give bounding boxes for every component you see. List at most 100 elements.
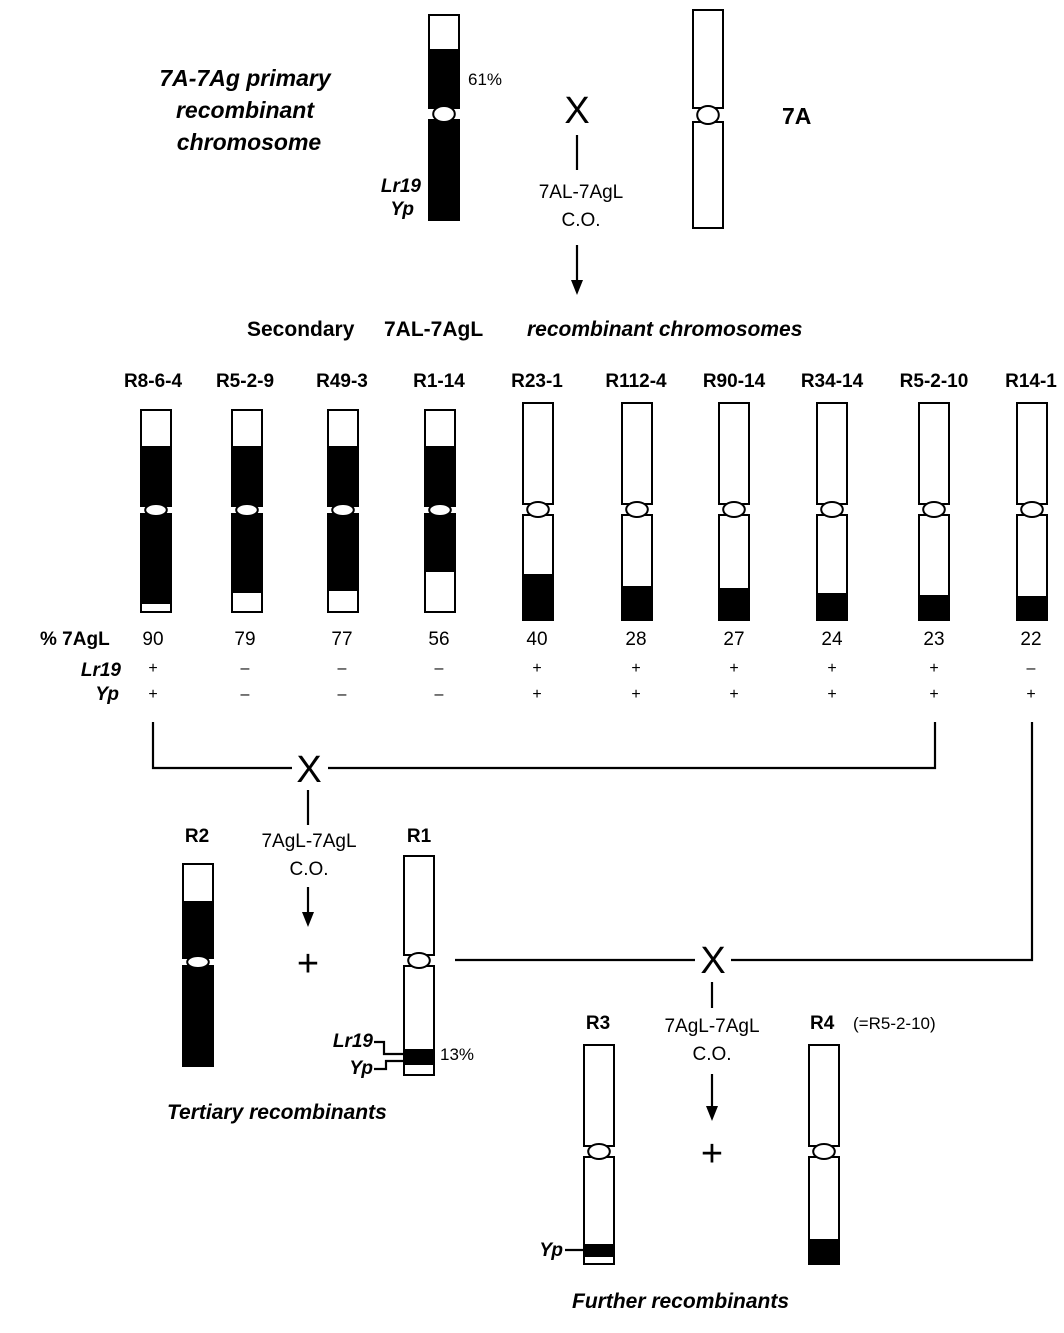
primary-chromosome-short-arm-7ag-segment xyxy=(428,49,460,109)
r1-label: R1 xyxy=(406,826,432,847)
cross-3-right-line xyxy=(731,722,1034,962)
secondary-chromosome-0-long-arm-7ag-segment xyxy=(140,513,172,604)
percent-7agl-6: 27 xyxy=(723,629,745,650)
yp-marker-6: + xyxy=(729,686,739,703)
secondary-chromosome-7-centromere xyxy=(820,501,844,518)
r1-chromosome-centromere xyxy=(407,952,431,969)
chromosome-name-0: R8-6-4 xyxy=(123,371,183,392)
secondary-chromosome-8-short-arm xyxy=(918,402,950,505)
secondary-chromosome-9-centromere xyxy=(1020,501,1044,518)
lr19-marker-9: – xyxy=(1026,660,1036,677)
r1-lr19-pointer xyxy=(374,1040,404,1056)
yp-marker-4: + xyxy=(532,686,542,703)
r2-chromosome-short-arm-7ag-segment xyxy=(182,901,214,959)
yp-marker-9: + xyxy=(1026,686,1036,703)
connector-lines xyxy=(151,135,1034,1252)
cross-2-event-line-2: C.O. xyxy=(289,859,329,880)
percent-7agl-7: 24 xyxy=(821,629,843,650)
cross-1-arrowhead xyxy=(571,280,583,295)
cross-3-event-line-2: C.O. xyxy=(692,1044,732,1065)
primary-gene-lr19: Lr19 xyxy=(380,176,421,197)
secondary-chromosome-7-long-arm-7ag-segment xyxy=(816,593,848,621)
lr19-marker-6: + xyxy=(729,660,739,677)
cross-3-plus: + xyxy=(700,1133,724,1175)
cross-1-event-line-1: 7AL-7AgL xyxy=(538,182,624,203)
chromosome-name-6: R90-14 xyxy=(702,371,766,392)
chromosome-name-7: R34-14 xyxy=(800,371,864,392)
secondary-chromosome-3-centromere xyxy=(428,503,452,517)
secondary-title-word-3: recombinant chromosomes xyxy=(527,318,803,341)
cross-1-event-line-2: C.O. xyxy=(561,210,601,231)
primary-chromosome-long-arm-7ag-segment xyxy=(428,119,460,221)
secondary-chromosome-9-long-arm-7ag-segment xyxy=(1016,596,1048,621)
secondary-chromosome-2-short-arm-7ag-segment xyxy=(327,446,359,507)
r3-chromosome-centromere xyxy=(587,1143,611,1160)
parent-7a-chromosome-short-arm xyxy=(692,9,724,109)
yp-marker-0: + xyxy=(148,686,158,703)
percent-7agl-2: 77 xyxy=(331,629,353,650)
parent-7a-chromosome-long-arm xyxy=(692,121,724,229)
secondary-chromosome-4-short-arm xyxy=(522,402,554,505)
cross-3-arrowhead xyxy=(706,1106,718,1121)
lr19-marker-3: – xyxy=(434,660,444,677)
r2-label: R2 xyxy=(184,826,210,847)
row-label-yp: Yp xyxy=(95,684,119,705)
r3-label: R3 xyxy=(585,1013,611,1034)
r1-yp-pointer xyxy=(374,1059,404,1071)
primary-label-line-3: chromosome xyxy=(176,129,322,155)
r4-note: (=R5-2-10) xyxy=(853,1014,936,1033)
secondary-chromosome-9-short-arm xyxy=(1016,402,1048,505)
secondary-chromosome-0-short-arm-7ag-segment xyxy=(140,446,172,507)
r1-chromosome-short-arm xyxy=(403,855,435,956)
lr19-marker-7: + xyxy=(827,660,837,677)
chromosome-name-1: R5-2-9 xyxy=(215,371,275,392)
r1-gene-yp: Yp xyxy=(349,1058,373,1079)
percent-7agl-8: 23 xyxy=(923,629,945,650)
yp-marker-1: – xyxy=(240,686,250,703)
cross-2-arrowhead xyxy=(302,912,314,927)
chromosome-drawings xyxy=(140,9,1048,1265)
secondary-chromosome-8-centromere xyxy=(922,501,946,518)
r1-chromosome-long-arm-7ag-segment xyxy=(403,1049,435,1065)
percent-7agl-1: 79 xyxy=(234,629,256,650)
secondary-title-word-2: 7AL-7AgL xyxy=(384,318,484,341)
yp-marker-7: + xyxy=(827,686,837,703)
secondary-chromosome-1-short-arm-7ag-segment xyxy=(231,446,263,507)
yp-marker-8: + xyxy=(929,686,939,703)
secondary-chromosome-5-long-arm-7ag-segment xyxy=(621,586,653,621)
primary-percent: 61% xyxy=(468,70,503,89)
r4-chromosome-centromere xyxy=(812,1143,836,1160)
arrowheads xyxy=(302,280,718,1121)
cross-2-event-line-1: 7AgL-7AgL xyxy=(261,831,357,852)
cross-3-event-line-1: 7AgL-7AgL xyxy=(664,1016,760,1037)
secondary-chromosome-0-centromere xyxy=(144,503,168,517)
chromosome-name-9: R14-1 xyxy=(1005,371,1057,392)
percent-7agl-5: 28 xyxy=(625,629,647,650)
r3-gene-yp: Yp xyxy=(539,1240,563,1261)
cross-2-right-bracket xyxy=(328,722,937,770)
yp-marker-5: + xyxy=(631,686,641,703)
secondary-chromosome-3-long-arm-7ag-segment xyxy=(424,513,456,572)
chromosome-name-5: R112-4 xyxy=(605,371,667,392)
r3-chromosome-long-arm-7ag-segment xyxy=(583,1244,615,1257)
lr19-marker-8: + xyxy=(929,660,939,677)
secondary-chromosome-4-long-arm-7ag-segment xyxy=(522,574,554,621)
primary-label-line-1: 7A-7Ag primary xyxy=(159,65,331,91)
yp-marker-2: – xyxy=(337,686,347,703)
r2-chromosome-centromere xyxy=(186,955,210,969)
r1-percent: 13% xyxy=(440,1045,475,1064)
lr19-marker-0: + xyxy=(148,660,158,677)
tertiary-caption: Tertiary recombinants xyxy=(167,1101,387,1124)
chromosome-name-8: R5-2-10 xyxy=(899,371,969,392)
r3-chromosome-short-arm xyxy=(583,1044,615,1147)
lr19-marker-5: + xyxy=(631,660,641,677)
secondary-chromosome-6-centromere xyxy=(722,501,746,518)
cross-2-symbol: X xyxy=(296,749,322,791)
r4-label: R4 xyxy=(810,1013,835,1034)
percent-7agl-9: 22 xyxy=(1020,629,1042,650)
percent-7agl-3: 56 xyxy=(428,629,450,650)
row-label-lr19: Lr19 xyxy=(80,660,121,681)
row-label-pct: % 7AgL xyxy=(40,629,110,650)
primary-chromosome-centromere xyxy=(432,105,456,123)
